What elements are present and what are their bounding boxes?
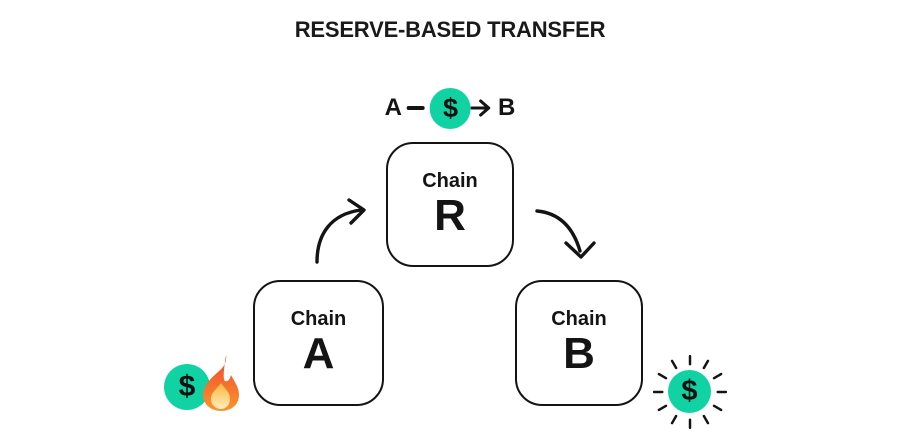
legend-target-label: B bbox=[498, 94, 516, 121]
shine-rays-icon bbox=[652, 354, 728, 430]
diagram-title: RESERVE-BASED TRANSFER bbox=[294, 17, 606, 42]
curved-arrow-a-to-r-icon bbox=[315, 198, 366, 264]
minted-dollar-coin-icon: $ bbox=[668, 370, 711, 413]
node-chain-b: Chain B bbox=[515, 280, 643, 406]
legend-source-label: A bbox=[384, 94, 402, 121]
flame-icon bbox=[203, 355, 239, 411]
dollar-symbol: $ bbox=[442, 92, 459, 123]
node-letter: A bbox=[302, 329, 335, 379]
node-chain-r: Chain R bbox=[386, 142, 514, 267]
node-chain-a: Chain A bbox=[253, 280, 384, 406]
dollar-coin-icon: $ bbox=[430, 87, 471, 129]
node-label: Chain bbox=[290, 308, 347, 331]
node-letter: B bbox=[563, 329, 595, 379]
dollar-symbol: $ bbox=[178, 370, 196, 403]
node-label: Chain bbox=[422, 169, 478, 192]
connector-line bbox=[407, 106, 425, 110]
arrow-right-icon bbox=[471, 99, 491, 117]
burned-dollar-coin-icon: $ bbox=[164, 364, 210, 410]
node-label: Chain bbox=[551, 308, 607, 331]
dollar-symbol: $ bbox=[681, 375, 698, 407]
transfer-legend: A $ B bbox=[384, 87, 516, 129]
node-letter: R bbox=[434, 190, 466, 240]
curved-arrow-r-to-b-icon bbox=[535, 209, 596, 259]
